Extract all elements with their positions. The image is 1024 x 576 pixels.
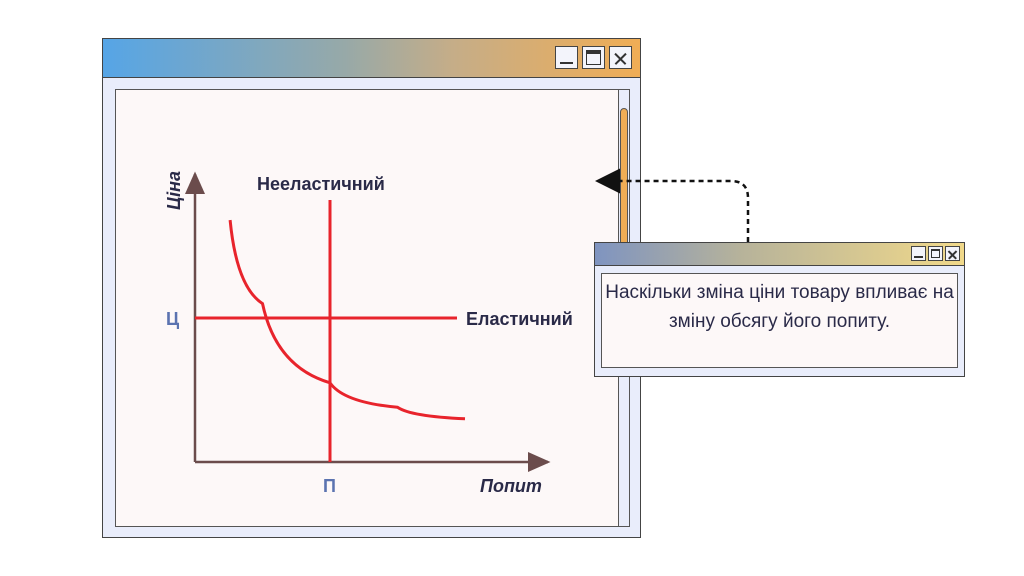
popup-maximize-button[interactable]: [928, 246, 943, 261]
popup-text: Наскільки зміна ціни товару впливає на з…: [601, 273, 958, 368]
x-axis-label: Попит: [480, 476, 542, 496]
popup-title-bar[interactable]: [595, 243, 964, 266]
popup-window: Наскільки зміна ціни товару впливає на з…: [594, 242, 965, 377]
y-tick-label: Ц: [166, 309, 180, 329]
elastic-label: Еластичний: [466, 309, 573, 329]
x-tick-label: П: [323, 476, 336, 496]
close-button[interactable]: [609, 46, 632, 69]
demand-curve: [228, 219, 466, 421]
title-bar[interactable]: [103, 39, 640, 78]
maximize-button[interactable]: [582, 46, 605, 69]
popup-close-button[interactable]: [945, 246, 960, 261]
inelastic-label: Нееластичний: [257, 174, 385, 194]
y-axis-label: Ціна: [164, 171, 184, 210]
pointer-arrow: [595, 168, 750, 242]
popup-minimize-button[interactable]: [911, 246, 926, 261]
minimize-button[interactable]: [555, 46, 578, 69]
